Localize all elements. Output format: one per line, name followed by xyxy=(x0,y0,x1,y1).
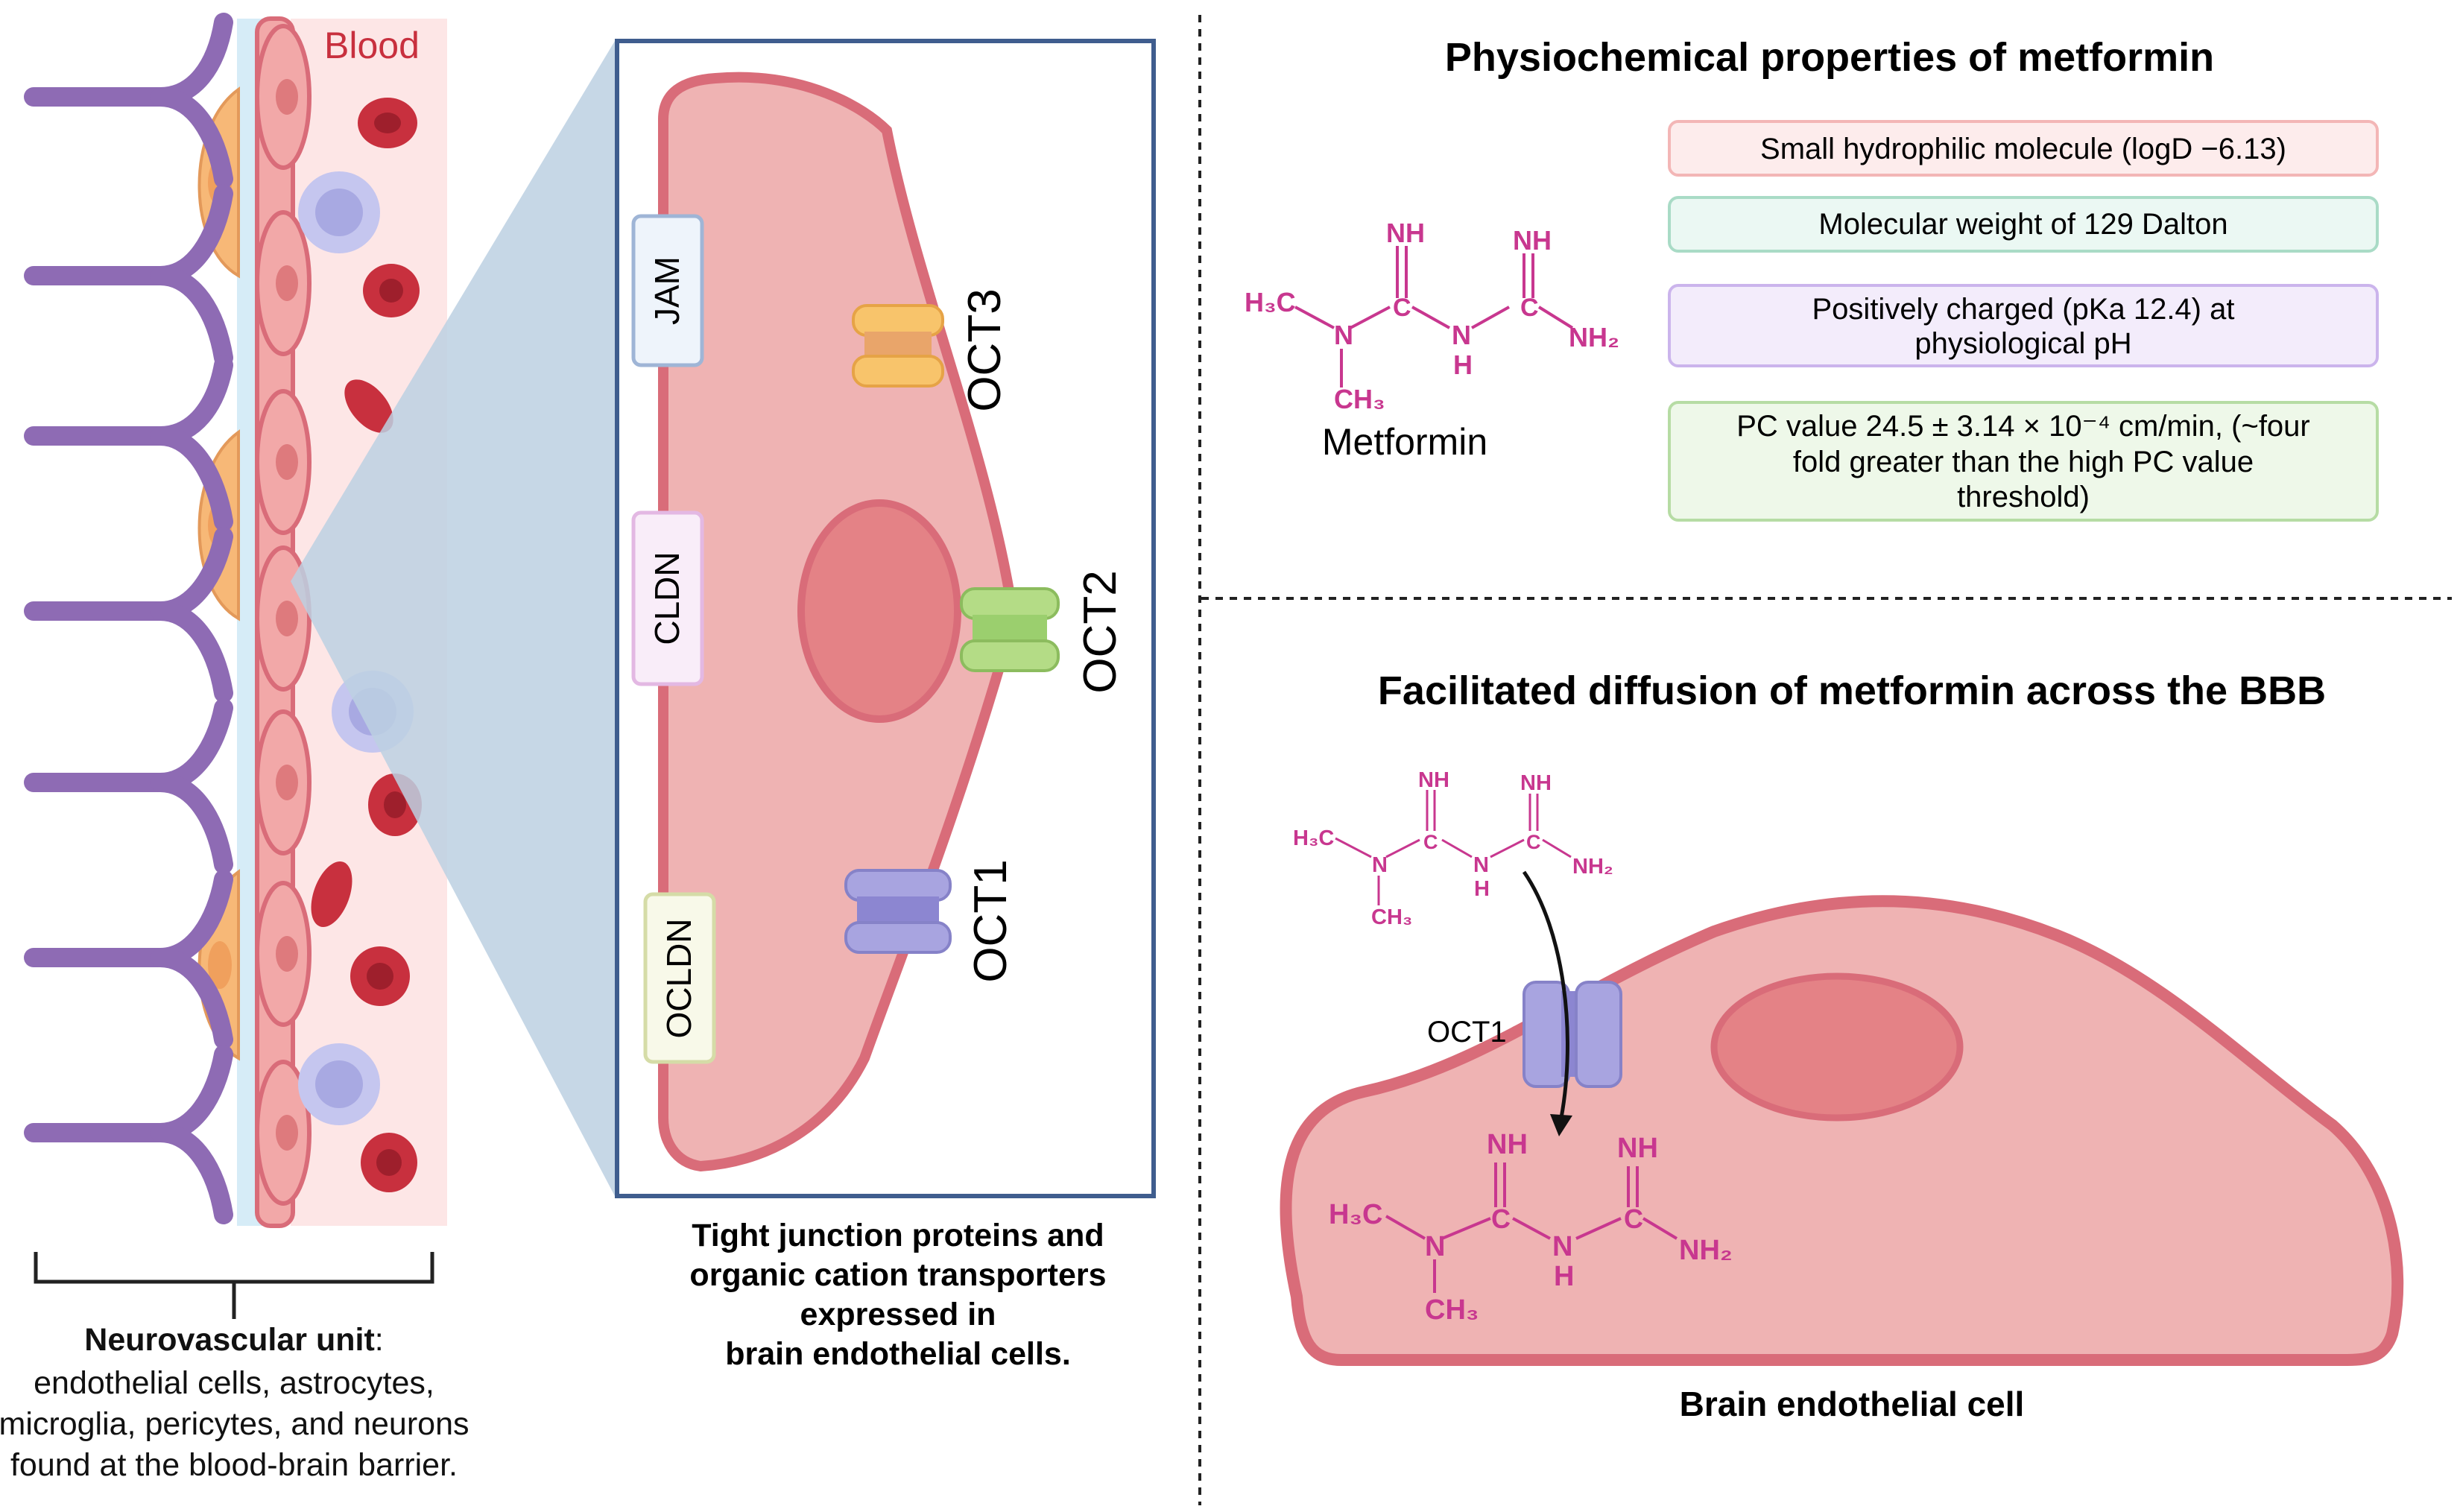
svg-text:NH: NH xyxy=(1520,771,1552,795)
endothelial-cell-zoom: JAM CLDN OCLDN OCT3 OCT2 OCT1 Tight junc… xyxy=(615,39,1156,1372)
property-text-4a: PC value 24.5 ± 3.14 × 10⁻⁴ cm/min, (~fo… xyxy=(1736,410,2310,443)
diffusion-arrow xyxy=(1522,870,1569,1119)
zoom-caption-line-4: brain endothelial cells. xyxy=(725,1336,1071,1372)
svg-text:C: C xyxy=(1393,294,1411,322)
neurovascular-caption-line-3: found at the blood-brain barrier. xyxy=(10,1447,458,1483)
neurovascular-caption: Neurovascular unit: xyxy=(84,1322,383,1358)
oct2-transporter xyxy=(960,587,1060,672)
neurovascular-unit: Blood xyxy=(0,13,469,1483)
svg-text:C: C xyxy=(1423,831,1438,853)
svg-text:H₃C: H₃C xyxy=(1329,1199,1382,1230)
endothelial-nucleus xyxy=(797,499,961,723)
brain-endothelial-nucleus xyxy=(1710,972,1964,1122)
metformin-structure: H₃C N CH₃ C NH N H C NH NH₂ xyxy=(1245,218,1619,414)
zoom-caption-line-3: expressed in xyxy=(800,1297,996,1332)
svg-text:CH₃: CH₃ xyxy=(1425,1294,1479,1326)
svg-text:NH: NH xyxy=(1513,225,1552,256)
svg-text:NH: NH xyxy=(1418,768,1449,792)
svg-text:N: N xyxy=(1334,320,1353,350)
zoom-caption-line-2: organic cation transporters xyxy=(689,1257,1106,1293)
svg-text:NH₂: NH₂ xyxy=(1679,1235,1733,1266)
junction-box-jam xyxy=(631,214,704,367)
oct1-transporter xyxy=(844,869,952,954)
property-box-2: Molecular weight of 129 Dalton xyxy=(1668,196,2379,253)
svg-text:NH: NH xyxy=(1386,218,1425,248)
svg-text:CH₃: CH₃ xyxy=(1371,905,1412,929)
metformin-name: Metformin xyxy=(1322,421,1487,463)
svg-text:C: C xyxy=(1526,831,1541,853)
junction-label-cldn: CLDN xyxy=(648,551,686,645)
properties-panel: Physiochemical properties of metformin H… xyxy=(1245,35,2379,522)
property-box-3: Positively charged (pKa 12.4) at physiol… xyxy=(1668,284,2379,367)
diffusion-panel: Facilitated diffusion of metformin acros… xyxy=(1280,668,2404,1423)
svg-text:N: N xyxy=(1452,320,1471,350)
svg-text:N: N xyxy=(1473,853,1489,877)
property-box-1: Small hydrophilic molecule (logD −6.13) xyxy=(1668,120,2379,177)
zoom-caption-line-1: Tight junction proteins and xyxy=(692,1218,1104,1253)
svg-text:C: C xyxy=(1624,1203,1643,1234)
svg-text:N: N xyxy=(1552,1231,1572,1262)
svg-text:H₃C: H₃C xyxy=(1245,287,1296,317)
property-text-4c: threshold) xyxy=(1957,481,2090,513)
blood-label: Blood xyxy=(324,25,420,66)
brain-endothelial-cell xyxy=(1280,895,2404,1366)
svg-text:CH₃: CH₃ xyxy=(1334,384,1385,414)
svg-text:NH₂: NH₂ xyxy=(1569,322,1619,352)
svg-text:C: C xyxy=(1491,1203,1511,1234)
diffusion-arrowhead xyxy=(1550,1114,1572,1136)
metformin-structure-small: H₃C N CH₃ C NH N H C NH NH₂ xyxy=(1293,768,1613,929)
properties-title: Physiochemical properties of metformin xyxy=(1445,35,2214,80)
junction-label-ocldn: OCLDN xyxy=(660,918,698,1038)
oct3-transporter xyxy=(852,304,944,388)
junction-box-cldn xyxy=(631,510,704,686)
svg-text:H: H xyxy=(1474,877,1490,901)
oct1-membrane-transporter xyxy=(1523,981,1622,1088)
svg-text:C: C xyxy=(1520,294,1539,322)
svg-text:H₃C: H₃C xyxy=(1293,826,1334,850)
brain-endothelial-cell-label: Brain endothelial cell xyxy=(1680,1385,2025,1423)
zoom-wedge xyxy=(291,41,615,1196)
svg-text:NH₂: NH₂ xyxy=(1572,855,1613,879)
astrocyte-processes xyxy=(24,13,233,1224)
oct1-membrane-label: OCT1 xyxy=(1427,1016,1507,1048)
junction-label-jam: JAM xyxy=(648,256,686,325)
neurovascular-caption-line-1: endothelial cells, astrocytes, xyxy=(34,1365,434,1401)
property-text-4b: fold greater than the high PC value xyxy=(1793,446,2254,478)
property-text-2: Molecular weight of 129 Dalton xyxy=(1818,208,2227,241)
svg-text:H: H xyxy=(1554,1261,1574,1292)
metformin-structure-inside: H₃C N CH₃ C NH N H C NH NH₂ xyxy=(1329,1129,1733,1326)
oct2-label: OCT2 xyxy=(1075,570,1126,693)
svg-text:N: N xyxy=(1372,853,1388,877)
property-text-3b: physiological pH xyxy=(1914,327,2131,360)
oct1-label: OCT1 xyxy=(965,859,1016,982)
svg-text:NH: NH xyxy=(1487,1129,1528,1160)
svg-text:N: N xyxy=(1425,1231,1445,1262)
neurovascular-caption-line-2: microglia, pericytes, and neurons xyxy=(0,1406,469,1442)
property-text-3a: Positively charged (pKa 12.4) at xyxy=(1812,293,2235,326)
svg-text:NH: NH xyxy=(1617,1133,1658,1164)
diffusion-title: Facilitated diffusion of metformin acros… xyxy=(1378,668,2326,713)
property-text-1: Small hydrophilic molecule (logD −6.13) xyxy=(1760,133,2286,165)
neurovascular-bracket xyxy=(34,1252,434,1319)
junction-box-ocldn xyxy=(643,892,716,1064)
oct3-label: OCT3 xyxy=(959,288,1011,411)
property-box-4: PC value 24.5 ± 3.14 × 10⁻⁴ cm/min, (~fo… xyxy=(1668,401,2379,522)
svg-text:H: H xyxy=(1453,349,1473,380)
endothelial-nuclei xyxy=(276,79,298,1151)
